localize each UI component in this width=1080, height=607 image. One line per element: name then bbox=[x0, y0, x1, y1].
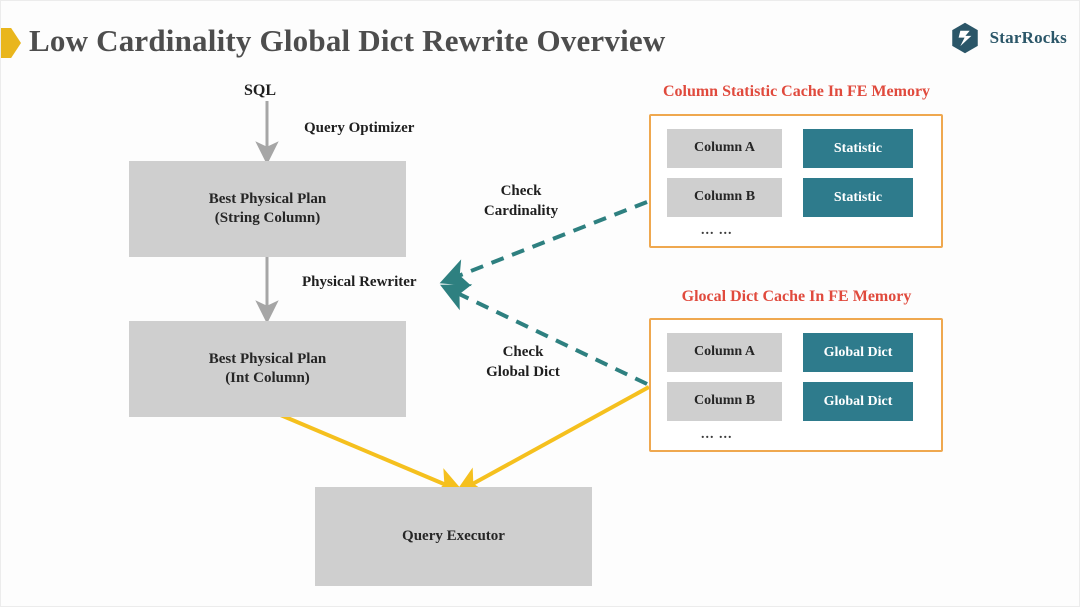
check-cardinality-line-1: Check bbox=[500, 183, 542, 199]
panel-column-statistic-cache: Column A Statistic Column B Statistic ..… bbox=[649, 114, 943, 248]
cell-column-b: Column B bbox=[667, 178, 782, 217]
panel-ellipsis: ... ... bbox=[701, 427, 733, 442]
sql-label: SQL bbox=[244, 82, 277, 99]
title-bullet-icon bbox=[1, 28, 21, 58]
query-optimizer-label: Query Optimizer bbox=[304, 120, 415, 136]
box-line-2: (Int Column) bbox=[225, 370, 310, 386]
page-title: Low Cardinality Global Dict Rewrite Over… bbox=[29, 23, 666, 58]
box-line-1: Best Physical Plan bbox=[208, 350, 327, 367]
brand-logo: StarRocks bbox=[948, 21, 1067, 55]
cell-statistic-b: Statistic bbox=[803, 178, 913, 217]
box-query-executor: Query Executor bbox=[315, 487, 592, 586]
panel-global-dict-cache: Column A Global Dict Column B Global Dic… bbox=[649, 318, 943, 452]
arrow-dict-to-executor bbox=[454, 385, 650, 494]
box-best-physical-plan-string: Best Physical Plan (String Column) bbox=[129, 161, 406, 257]
cell-global-dict-b: Global Dict bbox=[803, 382, 913, 421]
check-cardinality-label: Check Cardinality bbox=[471, 181, 571, 222]
box-line-1: Best Physical Plan bbox=[208, 190, 327, 207]
panel-title-column-statistic-cache: Column Statistic Cache In FE Memory bbox=[662, 83, 931, 100]
cell-statistic-a: Statistic bbox=[803, 129, 913, 168]
cell-global-dict-a: Global Dict bbox=[803, 333, 913, 372]
physical-rewriter-label: Physical Rewriter bbox=[302, 274, 417, 290]
check-global-dict-line-1: Check bbox=[502, 344, 544, 360]
check-cardinality-line-2: Cardinality bbox=[483, 203, 559, 220]
cell-column-a: Column A bbox=[667, 129, 782, 168]
box-line-1: Query Executor bbox=[402, 527, 505, 544]
brand-name: StarRocks bbox=[989, 28, 1067, 47]
check-global-dict-line-2: Global Dict bbox=[486, 364, 560, 381]
box-line-2: (String Column) bbox=[214, 210, 321, 226]
panel-title-global-dict-cache: Glocal Dict Cache In FE Memory bbox=[681, 288, 912, 305]
starrocks-hexagon-icon bbox=[951, 22, 978, 54]
box-best-physical-plan-int: Best Physical Plan (Int Column) bbox=[129, 321, 406, 417]
check-global-dict-label: Check Global Dict bbox=[469, 342, 577, 383]
panel-ellipsis: ... ... bbox=[701, 223, 733, 238]
cell-column-b: Column B bbox=[667, 382, 782, 421]
cell-column-a: Column A bbox=[667, 333, 782, 372]
arrow-plan-int-to-executor bbox=[270, 409, 465, 495]
